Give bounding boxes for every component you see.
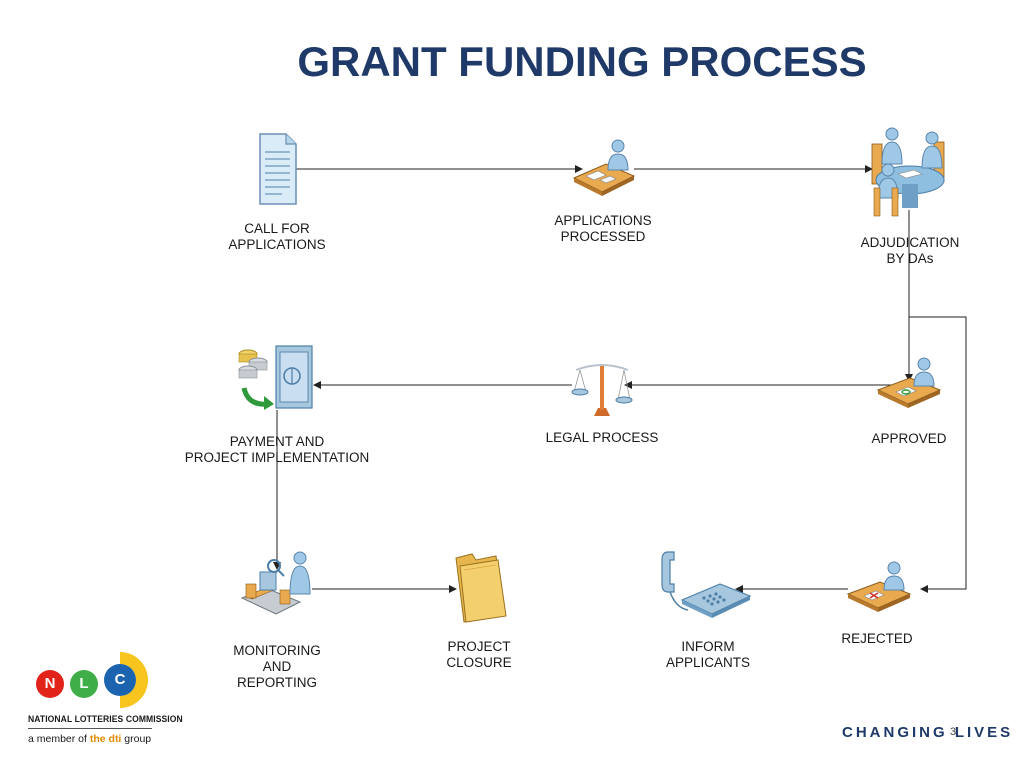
rejection-desk-icon bbox=[846, 561, 912, 612]
step-label-project-closure: PROJECT CLOSURE bbox=[446, 639, 512, 670]
step-label-inform-applicants: INFORM APPLICANTS bbox=[665, 639, 751, 670]
logo-member-prefix: a member of bbox=[28, 733, 90, 745]
person-at-desk-icon bbox=[572, 139, 636, 196]
step-label-payment: PAYMENT AND PROJECT IMPLEMENTATION bbox=[184, 434, 370, 465]
logo-member-suffix: group bbox=[121, 733, 152, 745]
step-label-legal-process: LEGAL PROCESS bbox=[545, 430, 659, 445]
document-icon bbox=[259, 133, 297, 205]
logo-member-line: a member of the dti group bbox=[28, 733, 151, 745]
logo-organisation-name: NATIONAL LOTTERIES COMMISSION bbox=[28, 714, 183, 725]
step-label-adjudication: ADJUDICATION BY DAs bbox=[860, 235, 960, 266]
page-title: GRANT FUNDING PROCESS bbox=[297, 38, 867, 85]
step-label-call-for-applications: CALL FOR APPLICATIONS bbox=[228, 221, 326, 252]
step-label-approved: APPROVED bbox=[871, 431, 947, 446]
logo-letter-l: L bbox=[79, 675, 89, 692]
step-label-monitoring: MONITORING AND REPORTING bbox=[233, 643, 321, 690]
approval-desk-icon bbox=[876, 357, 942, 408]
arrow-adjudication-to-rejected bbox=[909, 316, 967, 593]
monitoring-worker-icon bbox=[240, 551, 311, 615]
logo-letter-c: C bbox=[114, 671, 126, 688]
folder-icon bbox=[455, 553, 507, 623]
logo-divider bbox=[28, 728, 152, 729]
nlc-logo bbox=[36, 652, 148, 708]
tagline: CHANGING LIVES bbox=[842, 724, 1014, 741]
meeting-table-icon bbox=[871, 127, 945, 217]
logo-member-brand: the dti bbox=[89, 733, 122, 745]
logo-circle-n bbox=[36, 670, 64, 698]
logo-circle-l bbox=[70, 670, 98, 698]
coins-safe-icon bbox=[238, 345, 313, 410]
scales-of-justice-icon bbox=[571, 364, 633, 416]
step-label-rejected: REJECTED bbox=[841, 631, 913, 646]
step-label-applications-processed: APPLICATIONS PROCESSED bbox=[554, 213, 652, 244]
telephone-icon bbox=[661, 551, 752, 618]
page-number: 3 bbox=[950, 726, 957, 738]
logo-circle-c bbox=[104, 664, 136, 696]
logo-letter-n: N bbox=[44, 675, 56, 692]
